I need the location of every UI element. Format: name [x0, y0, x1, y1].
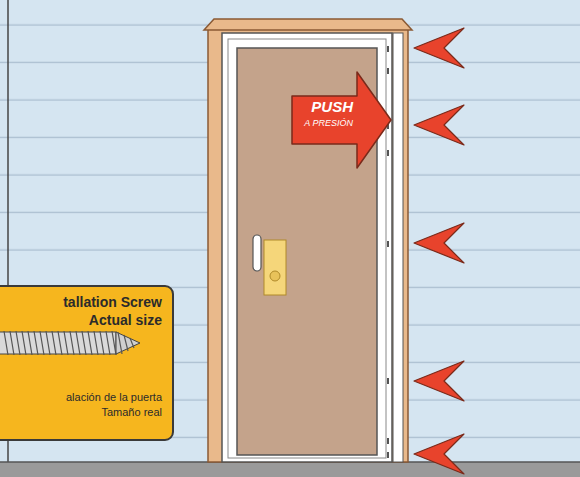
screw-callout: tallation ScrewActual size alación de la … — [0, 285, 174, 441]
handle-plate — [264, 240, 286, 295]
callout-size: Actual size — [89, 313, 162, 328]
callout-size-spanish: Tamaño real — [101, 406, 162, 418]
screw-pointers — [414, 28, 464, 474]
pull-handle — [253, 235, 261, 271]
arrow-outline — [292, 72, 391, 168]
hinge-rail — [393, 33, 403, 462]
callout-title: tallation Screw — [63, 295, 162, 310]
callout-title-spanish: alación de la puerta — [66, 391, 162, 403]
door-trim — [208, 28, 408, 462]
push-arrow: PUSH A PRESIÓN — [292, 72, 391, 168]
storm-door-frame — [222, 33, 392, 462]
siding-lines — [0, 0, 580, 462]
trim-header — [204, 19, 412, 30]
floor — [0, 462, 580, 477]
lock-knob — [270, 271, 280, 281]
push-label: PUSH — [311, 99, 353, 114]
push-label-spanish: A PRESIÓN — [304, 119, 353, 128]
hinge-screws — [387, 46, 389, 458]
